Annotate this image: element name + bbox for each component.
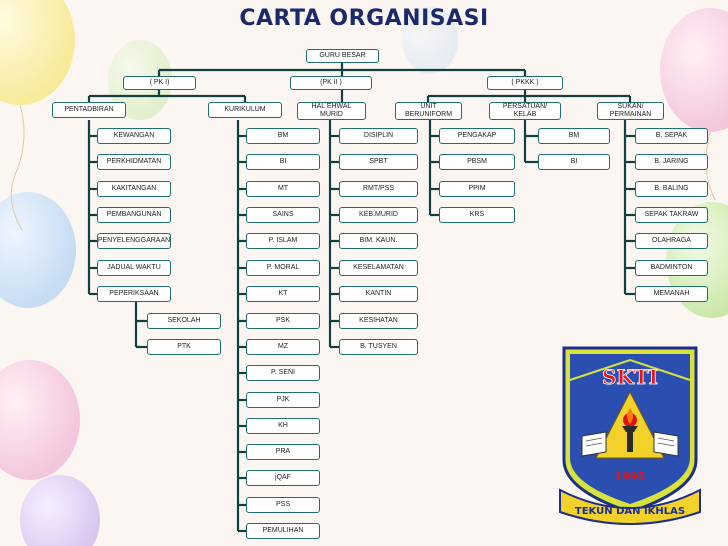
node-pk1: ( PK I) xyxy=(123,76,196,90)
node-kur-p-islam: P. ISLAM xyxy=(246,233,320,249)
node-kelab-bm: BM xyxy=(538,128,610,144)
node-kur-p-seni: P. SENI xyxy=(246,365,320,381)
school-crest-logo: SKTI 1995 TEKUN DAN IKHLAS xyxy=(559,346,701,525)
node-krs: KRS xyxy=(439,207,515,223)
node-jadual-waktu: JADUAL WAKTU xyxy=(97,260,171,276)
crest-year: 1995 xyxy=(615,470,646,483)
node-guru-besar: GURU BESAR xyxy=(306,49,379,63)
node-sekolah: SEKOLAH xyxy=(147,313,221,329)
node-kurikulum: KURIKULUM xyxy=(208,102,282,118)
node-memanah: MEMANAH xyxy=(635,286,708,302)
node-pengakap: PENGAKAP xyxy=(439,128,515,144)
node-spbt: SPBT xyxy=(339,154,418,170)
node-kur-pemulihan: PEMULIHAN xyxy=(246,523,320,539)
node-ppim: PPIM xyxy=(439,181,515,197)
node-pk2: (PK II ) xyxy=(290,76,372,90)
node-kewangan: KEWANGAN xyxy=(97,128,171,144)
node-kur-mz: MZ xyxy=(246,339,320,355)
node-kur-bi: BI xyxy=(246,154,320,170)
node-persatuan-kelab: PERSATUAN/ KELAB xyxy=(489,102,561,120)
node-kur-pjk: PJK xyxy=(246,392,320,408)
node-kur-kt: KT xyxy=(246,286,320,302)
node-disiplin: DISIPLIN xyxy=(339,128,418,144)
node-b-baling: B. BALING xyxy=(635,181,708,197)
node-b-tusyen: B. TUSYEN xyxy=(339,339,418,355)
node-kur-pss: PSS xyxy=(246,497,320,513)
page-title: CARTA ORGANISASI xyxy=(239,6,489,31)
node-sukan-permainan: SUKAN/ PERMAINAN xyxy=(597,102,664,120)
node-keselamatan: KESELAMATAN xyxy=(339,260,418,276)
crest-school-initials: SKTI xyxy=(602,365,658,389)
node-kesihatan: KESIHATAN xyxy=(339,313,418,329)
node-kakitangan: KAKITANGAN xyxy=(97,181,171,197)
node-pentadbiran: PENTADBIRAN xyxy=(52,102,126,118)
node-olahraga: OLAHRAGA xyxy=(635,233,708,249)
node-unit-beruniform: UNIT BERUNIFORM xyxy=(395,102,462,120)
node-bim-kaun: BIM. KAUN. xyxy=(339,233,418,249)
node-kur-p-moral: P. MORAL xyxy=(246,260,320,276)
node-penyelenggaraan: PENYELENGGARAAN xyxy=(97,233,171,249)
node-kur-bm: BM xyxy=(246,128,320,144)
node-b-jaring: B. JARING xyxy=(635,154,708,170)
node-kur-mt: MT xyxy=(246,181,320,197)
node-peperiksaan: PEPERIKSAAN xyxy=(97,286,171,302)
node-kantin: KANTIN xyxy=(339,286,418,302)
node-pkkk: ( PKKK ) xyxy=(487,76,563,90)
node-keb-murid: KEB.MURID xyxy=(339,207,418,223)
node-kur-jqaf: jQAF xyxy=(246,470,320,486)
node-ptk: PTK xyxy=(147,339,221,355)
node-rmt-pss: RMT/PSS xyxy=(339,181,418,197)
node-sepak-takraw: SEPAK TAKRAW xyxy=(635,207,708,223)
node-badminton: BADMINTON xyxy=(635,260,708,276)
node-pbsm: PBSM xyxy=(439,154,515,170)
node-kur-kh: KH xyxy=(246,418,320,434)
node-kur-psk: PSK xyxy=(246,313,320,329)
node-perkhidmatan: PERKHIDMATAN xyxy=(97,154,171,170)
node-hal-ehwal-murid: HAL EHWAL MURID xyxy=(297,102,366,120)
node-pembangunan: PEMBANGUNAN xyxy=(97,207,171,223)
node-kur-sains: SAINS xyxy=(246,207,320,223)
crest-motto: TEKUN DAN IKHLAS xyxy=(575,506,685,517)
node-kelab-bi: BI xyxy=(538,154,610,170)
node-kur-pra: PRA xyxy=(246,444,320,460)
node-b-sepak: B. SEPAK xyxy=(635,128,708,144)
